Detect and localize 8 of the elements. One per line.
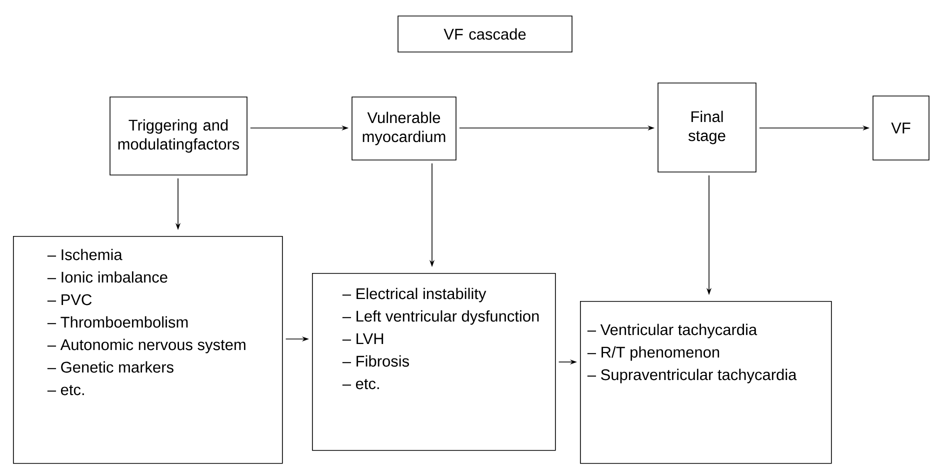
process-box: VF cascade: [398, 16, 572, 52]
process-box: Vulnerable myocardium: [352, 96, 456, 160]
process-box: VF: [872, 96, 930, 160]
list-box: – Ischemia – Ionic imbalance – PVC – Thromboembolism – Autonomic nervous system – Genetic markers – etc.: [13, 236, 283, 464]
process-box: Triggering and modulatingfactors: [110, 96, 248, 176]
process-box: Final stage: [658, 82, 756, 172]
list-box: – Electrical instability – Left ventricular dysfunction – LVH – Fibrosis – etc.: [312, 273, 556, 451]
list-box: – Ventricular tachycardia – R/T phenomenon – Supraventricular tachycardia: [580, 301, 832, 464]
